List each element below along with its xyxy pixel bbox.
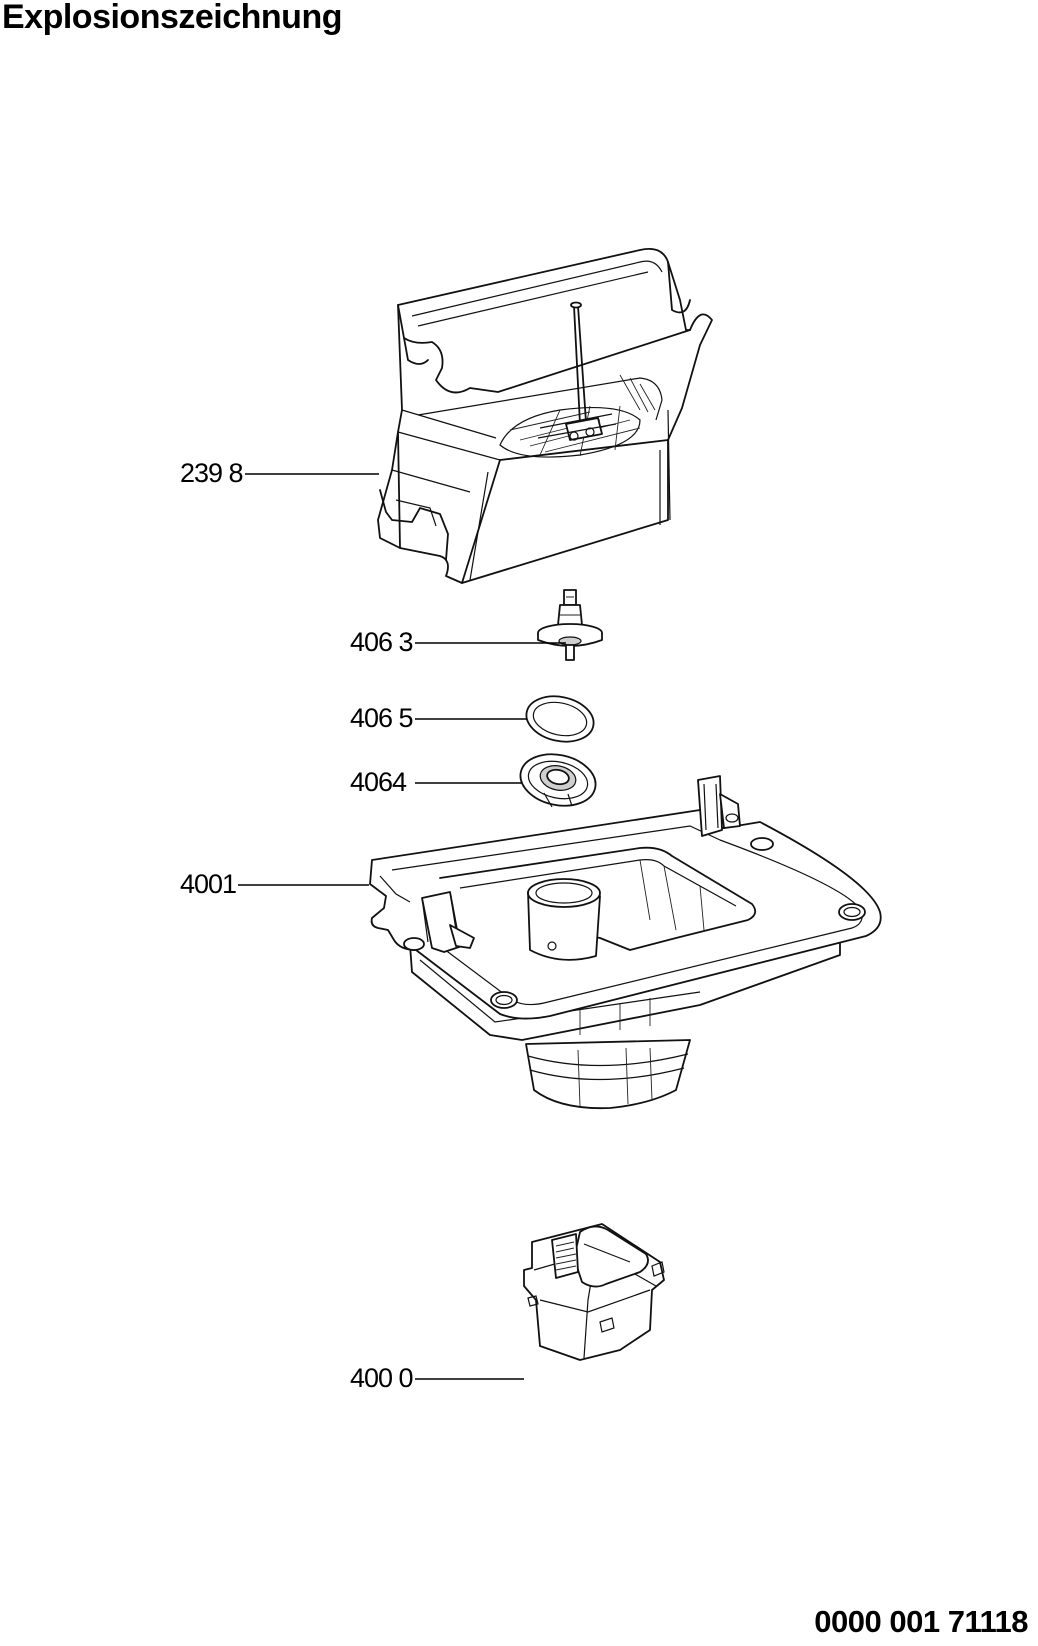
svg-text:239 8: 239 8 bbox=[180, 458, 243, 488]
svg-text:406 5: 406 5 bbox=[350, 703, 413, 733]
drive-coupling-part bbox=[537, 589, 603, 661]
svg-text:4064: 4064 bbox=[350, 767, 407, 797]
label-239-8: 239 8 bbox=[180, 458, 379, 488]
label-4001: 4001 bbox=[180, 869, 369, 899]
label-400-0: 400 0 bbox=[350, 1363, 524, 1393]
svg-text:4001: 4001 bbox=[180, 869, 236, 899]
container-part bbox=[377, 247, 713, 584]
label-4064: 4064 bbox=[350, 767, 522, 797]
sealing-ring-part bbox=[525, 695, 595, 743]
label-406-3: 406 3 bbox=[350, 627, 566, 657]
label-406-5: 406 5 bbox=[350, 703, 527, 733]
motor-unit-part bbox=[523, 1223, 665, 1361]
base-plate-part bbox=[369, 775, 882, 1110]
document-number: 0000 001 71118 bbox=[814, 1604, 1028, 1639]
svg-text:406 3: 406 3 bbox=[350, 627, 413, 657]
page-title: Explosionszeichnung bbox=[2, 0, 342, 36]
bearing-seal-part bbox=[519, 753, 597, 808]
svg-text:400 0: 400 0 bbox=[350, 1363, 413, 1393]
